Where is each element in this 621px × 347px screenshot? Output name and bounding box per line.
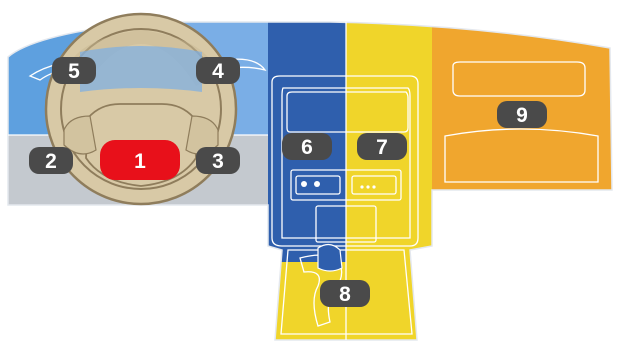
zone-badge-label: 2 (45, 150, 57, 173)
zone-badge-5: 5 (52, 57, 96, 84)
steering-wheel-left-spoke (63, 115, 97, 155)
zone-badge-background (196, 57, 240, 84)
zone-badge-background (357, 133, 407, 160)
zone-badge-label: 6 (301, 136, 313, 159)
dashboard-outline (7, 21, 613, 341)
zone-badge-6: 6 (282, 133, 332, 160)
zone-badge-3: 3 (196, 147, 240, 174)
zone-badge-background (282, 133, 332, 160)
stack-control-dots (301, 181, 376, 189)
zone-badge-1: 1 (100, 140, 180, 180)
zone-badge-label: 4 (212, 60, 224, 83)
instrument-cluster (80, 46, 202, 92)
zone-badge-8: 8 (320, 280, 370, 307)
zone-badge-background (497, 101, 547, 128)
right-passenger-region (432, 22, 612, 340)
zone-badge-label: 5 (68, 60, 80, 83)
zone-badge-label: 9 (516, 104, 528, 127)
zone-badge-background (29, 147, 73, 174)
zone-badge-background (320, 280, 370, 307)
zone-badge-4: 4 (196, 57, 240, 84)
zone-badge-label: 1 (134, 150, 146, 173)
zone-badge-9: 9 (497, 101, 547, 128)
zone-badge-label: 7 (376, 136, 388, 159)
zone-badge-7: 7 (357, 133, 407, 160)
zone-badges: 1 2 3 4 5 6 7 8 9 (29, 57, 547, 307)
steering-wheel-top-highlight (66, 30, 216, 86)
zone-badge-background (100, 140, 180, 180)
zone-badge-background (196, 147, 240, 174)
zone-badge-label: 8 (339, 283, 351, 306)
zone-badge-background (52, 57, 96, 84)
steering-wheel-inner-edge (60, 28, 222, 190)
gear-shifter (317, 243, 343, 272)
zone-badge-2: 2 (29, 147, 73, 174)
zone-badge-label: 3 (212, 150, 224, 173)
